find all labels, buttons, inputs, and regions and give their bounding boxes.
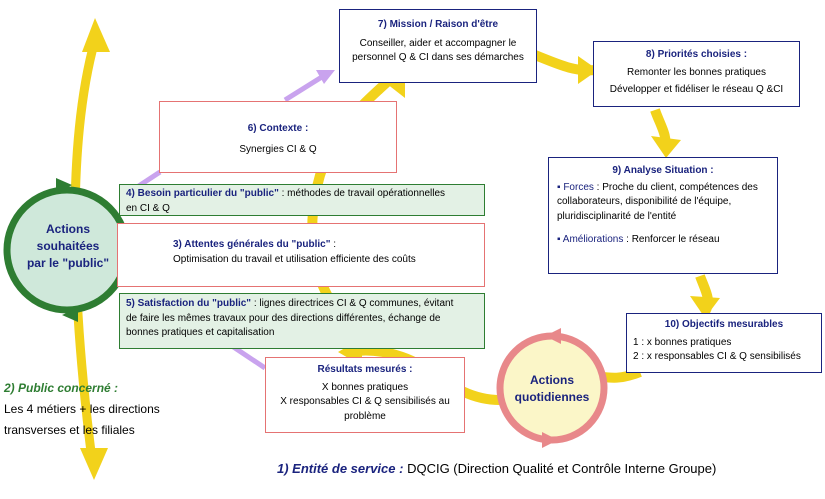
entity-block: 1) Entité de service : DQCIG (Direction … — [277, 461, 817, 476]
lavender-arrow-contexte-mission — [283, 72, 327, 103]
contexte-title: 6) Contexte : — [247, 123, 309, 134]
forces-label: Forces — [563, 181, 594, 193]
resultats-line1: X bonnes pratiques — [321, 381, 409, 393]
left-circle-arrowhead-bottom — [62, 308, 78, 322]
resultats-box: Résultats mesurés : X bonnes pratiques X… — [265, 357, 465, 433]
priorites-box: 8) Priorités choisies : Remonter les bon… — [593, 41, 800, 107]
resultats-line3: problème — [344, 410, 386, 422]
left-circle-line3: par le "public" — [26, 255, 110, 270]
forces-line1: : Proche du client, compétences des — [593, 181, 758, 193]
right-circle-arrowhead-bottom — [542, 432, 558, 448]
mission-title: 7) Mission / Raison d'être — [377, 19, 499, 30]
besoin-line2: en CI & Q — [126, 202, 170, 214]
satisfaction-box: 5) Satisfaction du "public" : lignes dir… — [119, 293, 485, 349]
lavender-arrowhead-mission — [316, 70, 335, 84]
left-circle-label: Actions souhaitées par le "public" — [22, 221, 114, 271]
right-circle-label: Actions quotidiennes — [506, 372, 598, 406]
forces-line2: collaborateurs, disponibilité de l'équip… — [557, 196, 732, 207]
besoin-box: 4) Besoin particulier du "public" : méth… — [119, 184, 485, 216]
mission-line1: Conseiller, aider et accompagner le — [359, 37, 517, 49]
analyse-box: 9) Analyse Situation : ▪ Forces : Proche… — [548, 157, 778, 274]
priorites-title: 8) Priorités choisies : — [645, 49, 748, 60]
left-circle-line1: Actions — [45, 222, 90, 236]
mission-line2: personnel Q & CI dans ses démarches — [352, 52, 524, 63]
entity-label: 1) Entité de service : — [277, 461, 404, 476]
analyse-title: 9) Analyse Situation : — [612, 165, 714, 176]
besoin-text: : méthodes de travail opérationnelles — [278, 188, 446, 199]
objectifs-title: 10) Objectifs mesurables — [664, 319, 784, 330]
contexte-line1: Synergies CI & Q — [239, 143, 317, 155]
objectifs-line2: 2 : x responsables CI & Q sensibilisés — [633, 351, 801, 362]
right-circle-line2: quotidiennes — [514, 389, 590, 404]
loop-arrowhead-objectifs — [690, 296, 720, 318]
attentes-title: 3) Attentes générales du "public" — [173, 239, 331, 250]
besoin-title: 4) Besoin particulier du "public" — [126, 188, 279, 199]
priorites-line2: Développer et fidéliser le réseau Q &CI — [609, 84, 784, 95]
attentes-box: 3) Attentes générales du "public" : Opti… — [117, 223, 485, 287]
loop-arrowhead-analyse — [651, 136, 681, 158]
forces-line3: pluridisciplinarité de l'entité — [557, 210, 677, 222]
mission-box: 7) Mission / Raison d'être Conseiller, a… — [339, 9, 537, 83]
left-circle-line2: souhaitées — [36, 238, 100, 253]
public-block: 2) Public concerné : Les 4 métiers + les… — [4, 378, 204, 441]
entity-value: DQCIG (Direction Qualité et Contrôle Int… — [407, 461, 717, 476]
public-line1: Les 4 métiers + les directions — [4, 402, 160, 416]
public-label: 2) Public concerné : — [4, 381, 119, 395]
satisfaction-text: : lignes directrices CI & Q communes, év… — [251, 298, 454, 309]
resultats-title: Résultats mesurés : — [317, 364, 413, 375]
right-circle-arrowhead-top — [545, 328, 561, 344]
satisfaction-line2: de faire les mêmes travaux pour des dire… — [126, 312, 441, 324]
priorites-line1: Remonter les bonnes pratiques — [627, 66, 766, 78]
loop-arrowhead-down — [80, 448, 108, 480]
attentes-colon: : — [330, 239, 337, 250]
ameliorations-line1: : Renforcer le réseau — [623, 234, 720, 245]
satisfaction-title: 5) Satisfaction du "public" — [126, 298, 252, 309]
objectifs-line1: 1 : x bonnes pratiques — [633, 336, 732, 348]
resultats-line2: X responsables CI & Q sensibilisés au — [280, 396, 450, 407]
satisfaction-line3: bonnes pratiques et capitalisation — [126, 327, 275, 338]
contexte-box: 6) Contexte : Synergies CI & Q — [159, 101, 397, 173]
attentes-line2: Optimisation du travail et utilisation e… — [173, 253, 416, 265]
left-circle-arrowhead-top — [56, 178, 72, 194]
right-circle-line1: Actions — [529, 373, 574, 387]
loop-arrowhead-up — [82, 18, 110, 52]
bullet-icon: ▪ — [557, 181, 561, 193]
bullet-icon: ▪ — [557, 234, 561, 245]
public-line2: transverses et les filiales — [4, 423, 135, 437]
ameliorations-label: Améliorations — [562, 234, 624, 245]
loop-arrowhead-priorites — [578, 56, 598, 84]
objectifs-box: 10) Objectifs mesurables 1 : x bonnes pr… — [626, 313, 822, 373]
